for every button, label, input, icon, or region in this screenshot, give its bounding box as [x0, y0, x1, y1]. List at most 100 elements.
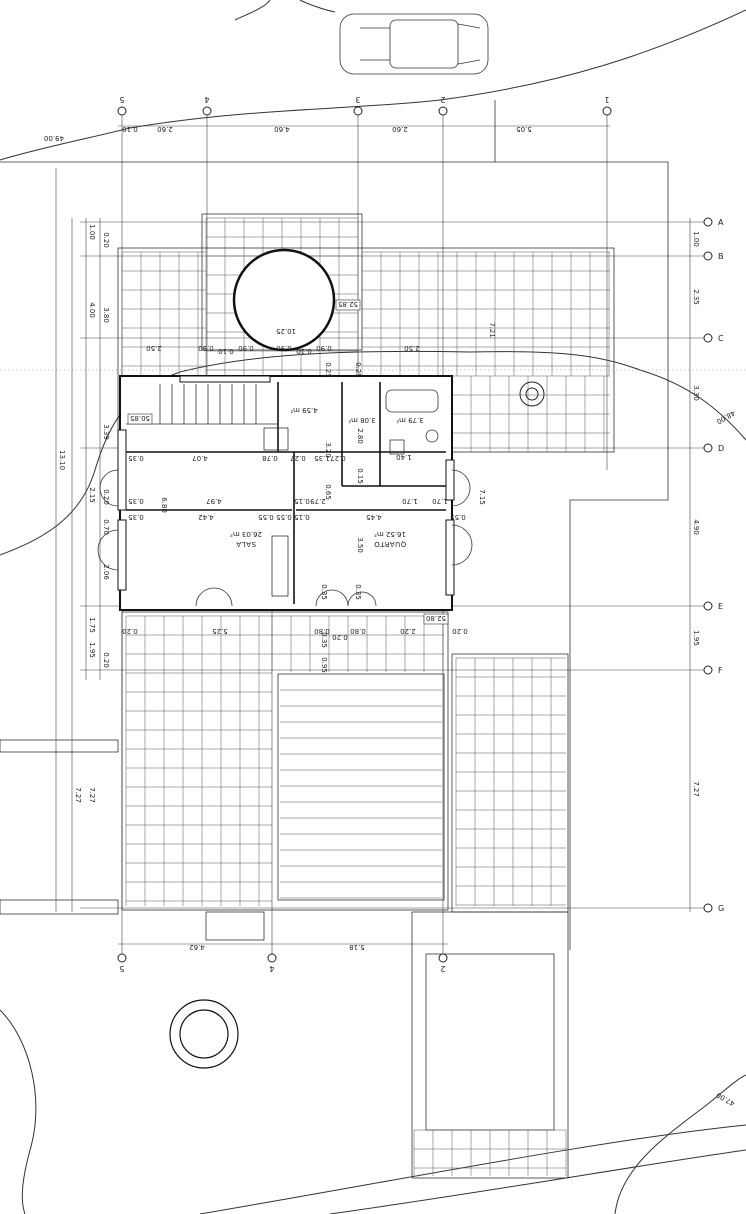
dim-int-40: 2.79: [310, 497, 326, 505]
dimension-chain-bottom: 4.62 5.18: [118, 943, 448, 951]
dim-int-7: 0.90: [316, 344, 332, 352]
dim-right-6: 7.27: [692, 781, 700, 797]
road-edge-2: [329, 1149, 746, 1214]
level-tag-3: 52.80: [426, 614, 446, 622]
dim-int-26: 0.15: [294, 513, 310, 521]
dim-left-mid-6: 1.95: [88, 642, 96, 658]
axis-label-bottom-2: 2: [440, 964, 445, 973]
parked-car: [339, 13, 489, 75]
axis-bubbles-bottom: 5 4 2: [117, 953, 448, 973]
dim-int-36: 2.20: [400, 627, 416, 635]
washbasin: [425, 429, 439, 443]
dim-int-6: 0.10: [296, 347, 312, 355]
dim-top-5: 5.05: [516, 125, 532, 133]
dim-top-1: 0.10: [122, 125, 138, 133]
dim-int-2: 0.90: [198, 344, 214, 352]
axis-label-bottom-5: 5: [119, 964, 124, 973]
dim-left-inner-4: 0.70: [102, 519, 110, 535]
dim-int-43: 1.40: [396, 453, 412, 461]
axis-label-top-3: 3: [355, 95, 360, 104]
dimension-chain-right: 1.00 2.35 3.30 4.90 1.95 7.27: [689, 218, 700, 912]
dim-int-33: 5.25: [212, 627, 228, 635]
level-tags: 52.85 50.85 52.80: [127, 299, 449, 625]
upper-terrace: [117, 213, 615, 453]
dim-int-16: 1.35: [314, 454, 330, 462]
pool: [277, 673, 445, 901]
dim-left-inner-3: 0.20: [102, 489, 110, 505]
dim-int-31: 0.35: [320, 584, 328, 600]
fireplace: [263, 427, 289, 451]
bathtub: [385, 389, 439, 413]
dim-int-39: 0.20: [332, 633, 348, 641]
dim-int-32: 0.35: [354, 584, 362, 600]
dim-right-4: 4.90: [692, 519, 700, 535]
dim-int-3: 0.10: [218, 347, 234, 355]
dim-left-mid-1: 1.00: [88, 224, 96, 240]
dim-int-37: 0.20: [122, 627, 138, 635]
dim-int-5: 0.90: [276, 344, 292, 352]
axis-label-A: A: [718, 218, 724, 227]
dim-int-9: 7.21: [488, 322, 496, 338]
dim-left-mid-2: 4.00: [88, 302, 96, 318]
dimension-chain-left: 13.10 7.27 1.00 4.00 3.39 2.15 1.75 1.95…: [55, 168, 110, 912]
level-tag-1: 52.85: [338, 300, 358, 308]
dim-int-18: 0.35: [128, 497, 144, 505]
dim-int-1: 2.50: [146, 344, 162, 352]
elevation-48: 48.00: [715, 409, 736, 426]
skylight-circle: [232, 248, 336, 352]
dim-int-17: 0.27: [330, 454, 346, 462]
dim-left-mid-4: 2.15: [88, 487, 96, 503]
round-planter-inner: [179, 1009, 229, 1059]
dim-right-1: 1.00: [692, 231, 700, 247]
axis-label-B: B: [718, 252, 724, 261]
dim-int-25: 0.55: [276, 513, 292, 521]
dim-left-inner-2: 3.80: [102, 307, 110, 323]
level-tag-2: 50.85: [130, 414, 150, 422]
dim-int-29: 6.80: [160, 497, 168, 513]
dimension-chain-top: 0.10 2.60 4.60 2.60 5.05: [118, 125, 610, 133]
dim-int-42: 0.65: [324, 484, 332, 500]
axis-bubbles-top: 5 4 3 2 1: [117, 95, 612, 116]
house-walls: [97, 375, 473, 611]
dim-int-30: 3.50: [356, 537, 364, 553]
dim-int-24: 0.55: [258, 513, 274, 521]
toilet: [389, 439, 405, 455]
contour-bottom-left: [0, 1009, 37, 1214]
dim-int-27: 4.45: [366, 513, 382, 521]
axis-label-bottom-4: 4: [269, 964, 274, 973]
axis-label-top-5: 5: [119, 95, 124, 104]
room-wc-area: 3.08 m²: [348, 416, 376, 424]
site-outline: [0, 100, 746, 950]
interior-dimensions: 10.25 2.50 0.90 0.10 0.90 0.90 0.10 0.90…: [122, 322, 496, 673]
room-labels: 4.59 m² 3.08 m² 3.79 m² SALA 26.03 m² QU…: [230, 406, 424, 548]
dim-left-inner-6: 0.20: [102, 652, 110, 668]
dim-left-inner-5: 2.06: [102, 564, 110, 580]
round-planter-outer: [169, 999, 239, 1069]
axis-label-F: F: [718, 666, 723, 675]
dim-left-outer-1: 13.10: [58, 450, 66, 470]
axis-bubbles-right: A B C D E F G: [703, 217, 724, 913]
contour-47: [614, 1074, 746, 1214]
dim-int-46: 7.15: [478, 489, 486, 505]
fountain-inner: [525, 387, 539, 401]
dim-left-mid-5: 1.75: [88, 617, 96, 633]
dim-int-20: 0.15: [294, 497, 310, 505]
dim-right-5: 1.95: [692, 630, 700, 646]
dim-int-10: 0.25: [324, 362, 332, 378]
dim-int-41: 0.15: [356, 468, 364, 484]
dim-int-22: 0.35: [128, 513, 144, 521]
tree-top: [234, 0, 336, 21]
dim-int-14: 0.78: [262, 454, 278, 462]
dim-int-48: 0.95: [320, 657, 328, 673]
dim-int-19: 4.97: [206, 497, 222, 505]
dim-right-2: 2.35: [692, 289, 700, 305]
room-quarto-area: 16.52 m²: [374, 530, 406, 538]
axis-label-top-2: 2: [440, 95, 445, 104]
dim-int-13: 4.07: [192, 454, 208, 462]
dim-top-3: 4.60: [274, 125, 290, 133]
dim-int-28: 0.55: [450, 513, 466, 521]
room-quarto-name: QUARTO: [374, 540, 407, 548]
dim-int-8: 2.50: [404, 344, 420, 352]
dim-bottom-2: 5.18: [349, 943, 365, 951]
dim-left-mid-3: 3.39: [102, 424, 110, 440]
